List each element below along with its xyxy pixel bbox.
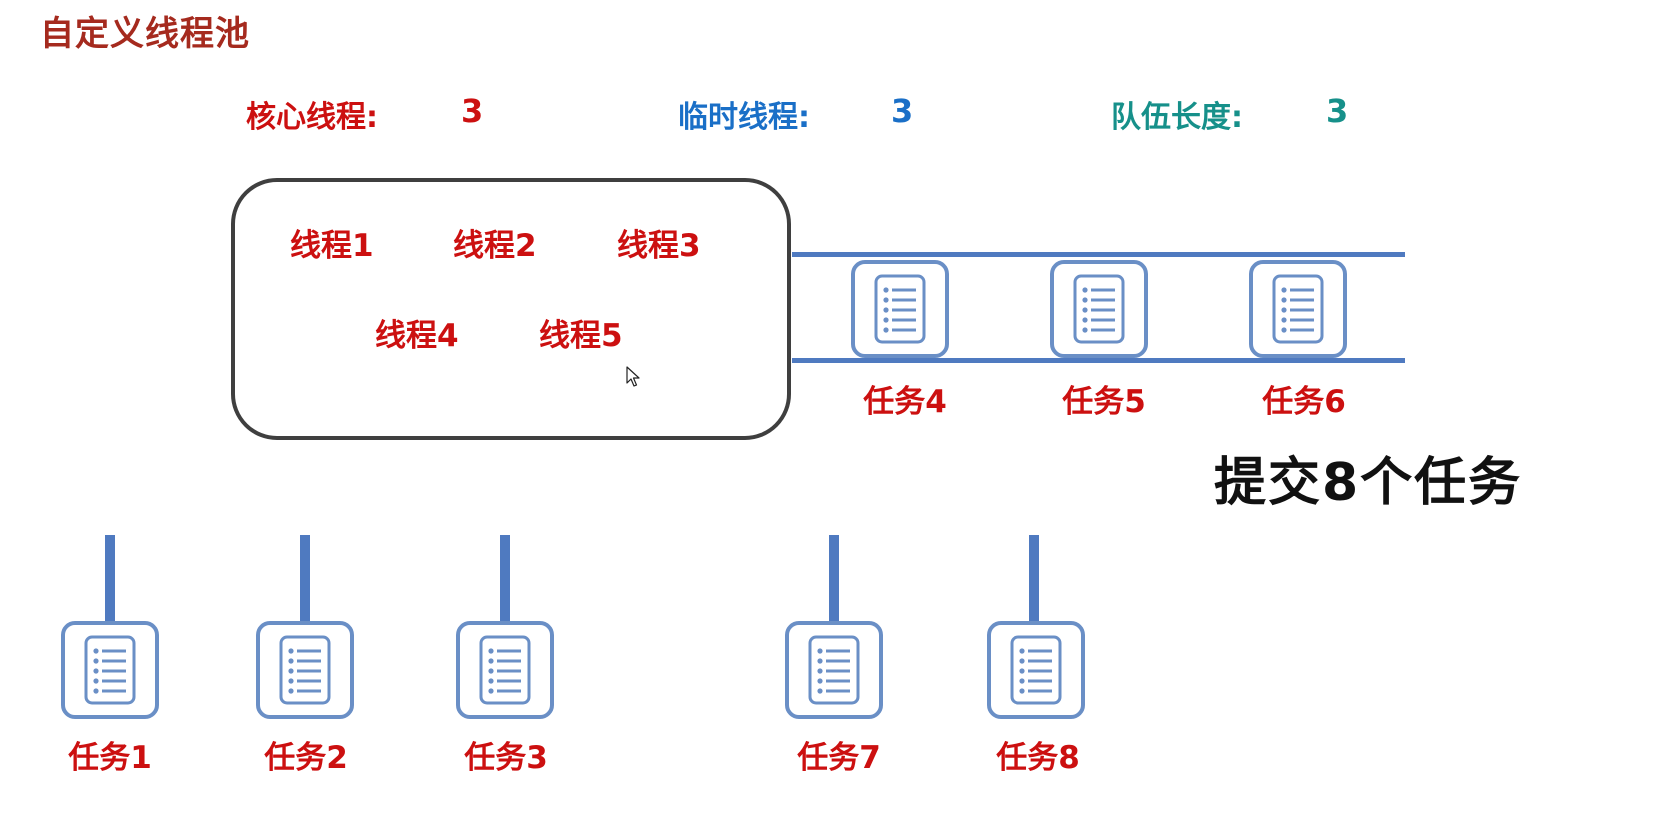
task-stem [300,535,310,623]
document-list-icon [987,621,1085,719]
temp-threads-label: 临时线程: [678,100,810,135]
task-stem [500,535,510,623]
bottom-task-label: 任务7 [797,740,881,776]
page-title: 自定义线程池 [40,14,250,54]
queue-length-value: 3 [1326,92,1349,130]
task-stem [105,535,115,623]
queue-rail-bottom [792,358,1405,363]
queue-task-label: 任务6 [1262,384,1346,420]
document-list-icon [456,621,554,719]
mouse-cursor-icon [626,366,640,387]
bottom-task-label: 任务8 [996,740,1080,776]
document-list-icon [1050,260,1148,358]
thread-label: 线程1 [290,228,374,264]
temp-threads-value: 3 [891,92,914,130]
thread-label: 线程2 [453,228,537,264]
thread-label: 线程5 [539,318,623,354]
core-threads-value: 3 [461,92,484,130]
document-list-icon [785,621,883,719]
queue-task-label: 任务5 [1062,384,1146,420]
bottom-task-label: 任务3 [464,740,548,776]
document-list-icon [61,621,159,719]
thread-label: 线程4 [375,318,459,354]
queue-length-label: 队伍长度: [1111,100,1243,135]
document-list-icon [851,260,949,358]
task-stem [829,535,839,623]
thread-label: 线程3 [617,228,701,264]
queue-rail-top [792,252,1405,257]
thread-pool-box [231,178,791,440]
document-list-icon [1249,260,1347,358]
core-threads-label: 核心线程: [246,100,378,135]
bottom-task-label: 任务1 [68,740,152,776]
document-list-icon [256,621,354,719]
queue-task-label: 任务4 [863,384,947,420]
bottom-task-label: 任务2 [264,740,348,776]
task-stem [1029,535,1039,623]
submit-caption: 提交8个任务 [1214,453,1523,513]
